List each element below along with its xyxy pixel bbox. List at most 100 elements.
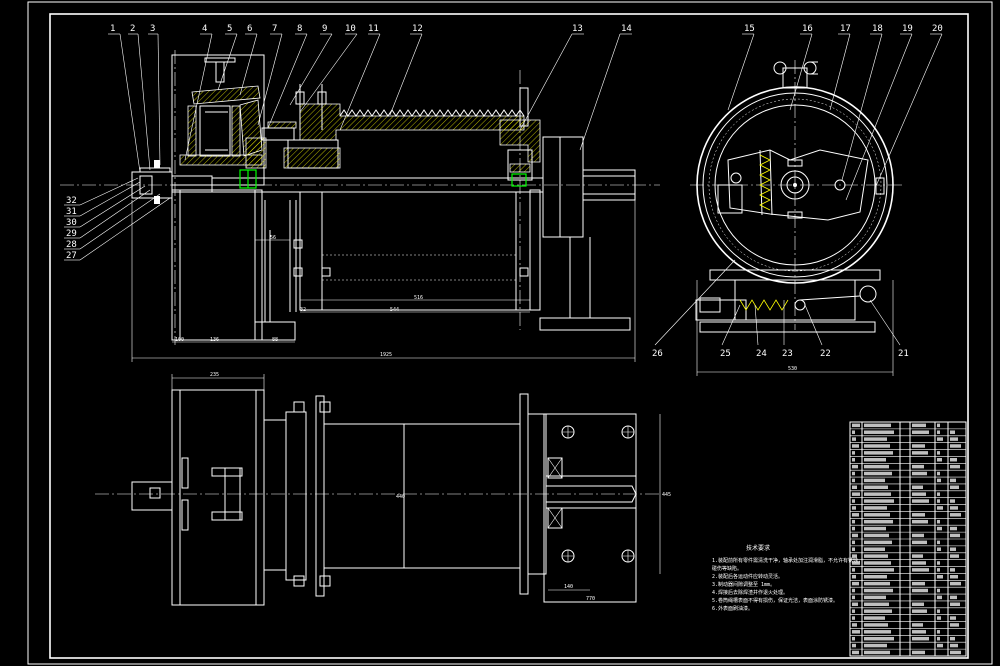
dim-516: 516 bbox=[414, 295, 423, 301]
parts-table-cell-text bbox=[864, 519, 893, 524]
parts-table-cell-text bbox=[864, 561, 891, 565]
parts-table-cell-text bbox=[937, 561, 940, 565]
parts-table-cell-text bbox=[864, 533, 889, 538]
parts-table-cell-text bbox=[950, 636, 955, 641]
balloon-21: 21 bbox=[898, 349, 909, 359]
notes-line-7: 6.外表面刷油漆。 bbox=[712, 605, 753, 612]
parts-table-cell-text bbox=[852, 437, 856, 441]
parts-table-cell-text bbox=[950, 506, 958, 510]
parts-table-cell-text bbox=[912, 581, 925, 586]
parts-table-cell-text bbox=[852, 630, 860, 634]
technical-notes: 技术要求 1.装配前所有零件需清洗干净，轴承处加注润滑脂，不允许有锈蚀， 碰伤等… bbox=[712, 544, 863, 612]
parts-table-cell-text bbox=[852, 623, 857, 627]
parts-table-cell-text bbox=[864, 464, 889, 469]
parts-table-cell-text bbox=[864, 636, 894, 641]
dim-235: 235 bbox=[210, 372, 219, 378]
parts-table-cell-text bbox=[852, 547, 855, 551]
notes-line-2: 碰伤等缺陷。 bbox=[712, 565, 742, 572]
dim-770: 770 bbox=[586, 596, 595, 602]
parts-table-cell-text bbox=[950, 623, 959, 627]
parts-table-cell-text bbox=[912, 471, 927, 476]
parts-table-cell-text bbox=[950, 547, 956, 551]
parts-table-cell-text bbox=[912, 609, 927, 613]
side-view: 530 bbox=[690, 60, 905, 376]
dim-56: 56 bbox=[270, 235, 276, 241]
balloon-28: 28 bbox=[66, 240, 77, 250]
dim-side-width: 530 bbox=[788, 366, 797, 372]
dim-440: 440 bbox=[396, 494, 405, 500]
front-section-view: 1925 136 88 516 544 56 32 100 bbox=[60, 50, 660, 362]
notes-line-4: 3.制动器间隙调整至 1mm。 bbox=[712, 581, 775, 588]
parts-table-cell-text bbox=[864, 485, 888, 490]
parts-table-cell-text bbox=[912, 568, 929, 572]
parts-table-cell-text bbox=[937, 636, 940, 641]
parts-table-cell-text bbox=[864, 499, 894, 503]
parts-table-cell-text bbox=[864, 609, 892, 613]
balloon-leaders-left: 32 31 30 29 28 27 bbox=[64, 177, 171, 261]
parts-table-cell-text bbox=[864, 506, 887, 510]
dim-140: 140 bbox=[564, 584, 573, 590]
parts-table-cell-text bbox=[912, 519, 928, 524]
balloon-20: 20 bbox=[932, 24, 943, 34]
parts-table-cell-text bbox=[937, 609, 940, 613]
top-view: 235 440 770 140 445 bbox=[95, 372, 671, 606]
parts-table-cell-text bbox=[937, 423, 940, 428]
balloon-4: 4 bbox=[202, 24, 207, 34]
balloon-29: 29 bbox=[66, 229, 77, 239]
parts-table-cell-text bbox=[950, 568, 955, 572]
balloon-1: 1 bbox=[110, 24, 115, 34]
parts-table-cell-text bbox=[950, 526, 957, 531]
dim-136: 136 bbox=[210, 337, 219, 343]
parts-table-cell-text bbox=[937, 643, 943, 648]
parts-table-cell-text bbox=[937, 630, 940, 634]
balloon-27: 27 bbox=[66, 251, 77, 261]
parts-table-cell-text bbox=[864, 526, 886, 531]
parts-table-cell-text bbox=[950, 643, 958, 648]
parts-table-cell-text bbox=[864, 568, 894, 572]
parts-table-cell-text bbox=[937, 540, 940, 545]
balloon-6: 6 bbox=[247, 24, 252, 34]
parts-table-cell-text bbox=[950, 485, 959, 490]
parts-table-cell-text bbox=[912, 636, 929, 641]
parts-table-cell-text bbox=[864, 430, 894, 434]
parts-table-cell-text bbox=[852, 506, 856, 510]
dim-overall-length: 1925 bbox=[380, 352, 392, 358]
parts-table-cell-text bbox=[937, 437, 943, 441]
parts-table-cell-text bbox=[937, 478, 941, 483]
parts-table-cell-text bbox=[864, 513, 890, 517]
parts-table-cell-text bbox=[852, 561, 860, 565]
parts-table-cell-text bbox=[937, 458, 942, 462]
parts-table-cell-text bbox=[852, 609, 855, 613]
parts-table-cell-text bbox=[937, 492, 940, 496]
parts-table-cell-text bbox=[852, 581, 859, 586]
parts-table-cell-text bbox=[950, 581, 961, 586]
balloon-leaders-top: 1 2 3 4 5 6 7 8 9 10 11 12 13 14 bbox=[108, 24, 632, 173]
parts-table-cell-text bbox=[950, 650, 961, 655]
parts-table-cell-text bbox=[852, 554, 857, 558]
parts-table-cell-text bbox=[852, 602, 858, 607]
parts-table-cell-text bbox=[937, 595, 942, 600]
balloon-7: 7 bbox=[272, 24, 277, 34]
parts-table-cell-text bbox=[852, 451, 855, 455]
parts-table-cell-text bbox=[852, 616, 855, 620]
parts-table-cell-text bbox=[912, 423, 926, 428]
parts-table-cell-text bbox=[912, 588, 928, 593]
parts-table-cell-text bbox=[937, 506, 943, 510]
parts-table-cell-text bbox=[852, 526, 855, 531]
balloon-22: 22 bbox=[820, 349, 831, 359]
parts-table-cell-text bbox=[864, 581, 890, 586]
parts-table-cell-text bbox=[950, 478, 956, 483]
parts-table-cell-text bbox=[852, 430, 855, 434]
parts-table-cell-text bbox=[864, 437, 887, 441]
parts-table-cell-text bbox=[864, 575, 887, 579]
parts-table-cell-text bbox=[912, 561, 926, 565]
parts-table-cell-text bbox=[864, 630, 891, 634]
parts-table-cell-text bbox=[864, 595, 886, 600]
parts-table-cell-text bbox=[852, 513, 859, 517]
parts-table-cell-text bbox=[864, 444, 890, 448]
parts-table-cell-text bbox=[852, 458, 855, 462]
balloon-26: 26 bbox=[652, 349, 663, 359]
parts-table-cell-text bbox=[852, 650, 859, 655]
parts-table-cell-text bbox=[864, 492, 891, 496]
